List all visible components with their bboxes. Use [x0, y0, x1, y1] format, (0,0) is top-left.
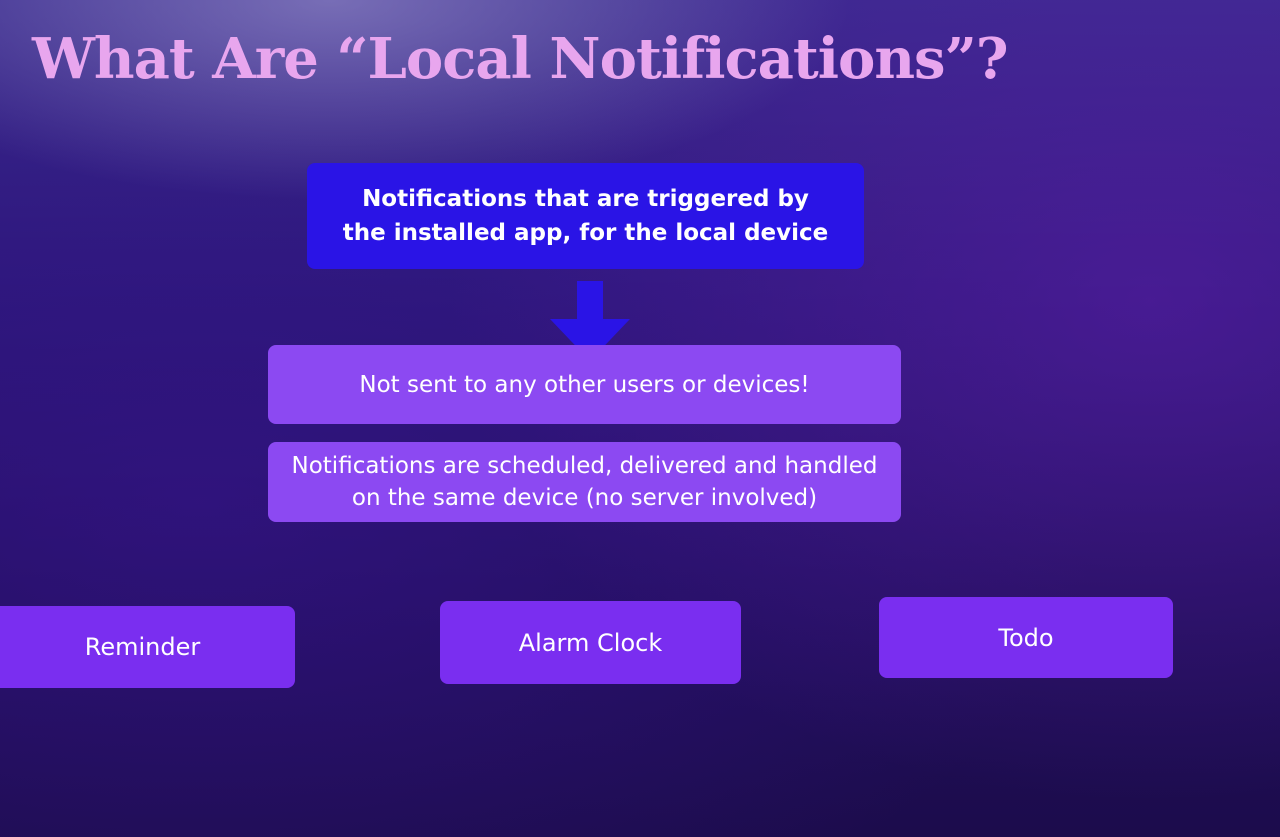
example-todo-box: Todo — [879, 597, 1173, 678]
scheduled-box: Notifications are scheduled, delivered a… — [268, 442, 901, 522]
slide-title: What Are “Local Notifications”? — [32, 26, 1009, 92]
example-label: Alarm Clock — [518, 628, 663, 657]
definition-box: Notifications that are triggered by the … — [307, 163, 864, 269]
definition-text: Notifications that are triggered by the … — [342, 186, 829, 246]
not-sent-box: Not sent to any other users or devices! — [268, 345, 901, 424]
scheduled-text: Notifications are scheduled, delivered a… — [291, 453, 878, 511]
example-label: Reminder — [84, 633, 201, 661]
example-reminder-box: Reminder — [0, 606, 295, 688]
down-arrow-icon — [550, 281, 630, 361]
example-alarm-clock-box: Alarm Clock — [440, 601, 741, 684]
not-sent-text: Not sent to any other users or devices! — [359, 371, 810, 398]
example-label: Todo — [998, 623, 1054, 652]
